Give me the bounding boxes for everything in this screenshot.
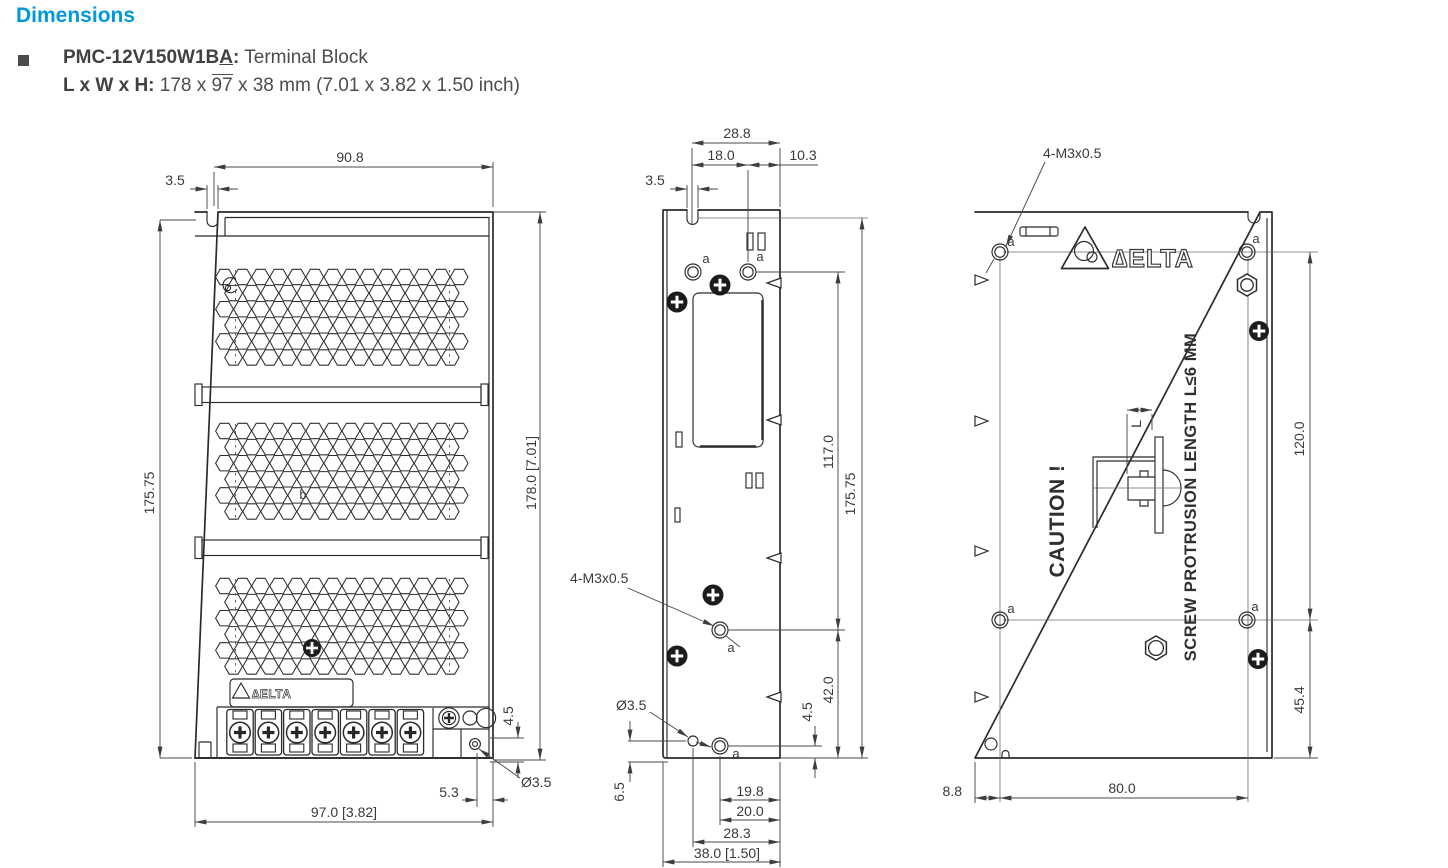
hole-label-a: a	[1007, 601, 1015, 616]
dim-back-span-v: 120.0	[1291, 421, 1307, 456]
side-view: a a a a	[570, 125, 868, 867]
hex-nuts	[1144, 273, 1258, 661]
dim-side-top-right: 10.3	[789, 147, 816, 163]
hole-label-a: a	[732, 746, 740, 761]
dim-side-b1: 19.8	[736, 783, 763, 799]
hole-label-a: a	[1251, 599, 1259, 614]
page-title: Dimensions	[16, 4, 136, 27]
dim-front-hole-offset: 5.3	[439, 784, 459, 800]
dim-L-label: L	[1128, 420, 1144, 428]
dim-front-notch: 3.5	[165, 172, 185, 188]
dim-side-foot: 6.5	[611, 782, 627, 802]
dim-side-lower-span: 42.0	[820, 676, 836, 703]
hole-label-a: a	[756, 249, 764, 264]
front-view: b ∆ELTA	[141, 149, 552, 827]
dim-side-notch: 3.5	[645, 172, 665, 188]
screw-pictogram: L	[1092, 407, 1182, 534]
model-line: PMC-12V150W1BA: Terminal Block	[63, 47, 368, 68]
phillips-screws	[666, 274, 1269, 669]
dim-side-corner: 4.5	[799, 702, 815, 722]
dim-front-top-width: 90.8	[336, 149, 363, 165]
hole-label-a: a	[1252, 231, 1260, 246]
dim-back-span-h: 80.0	[1108, 780, 1135, 796]
dim-side-btotal: 38.0 [1.50]	[694, 845, 760, 861]
terminal-block	[226, 708, 425, 756]
bullet-square-icon	[18, 55, 29, 66]
back-view: a a a a ∆ELTA CAUTION ! SCREW PROTRUSION…	[943, 145, 1318, 803]
dim-side-top-total: 28.8	[723, 125, 750, 141]
dim-side-hole-dia: Ø3.5	[616, 697, 647, 713]
hole-label-a: a	[727, 640, 735, 655]
label-back-thread: 4-M3x0.5	[1043, 145, 1102, 161]
mark-b: b	[299, 487, 306, 502]
weld-marks	[974, 274, 990, 703]
dim-side-top-left: 18.0	[707, 147, 734, 163]
dim-side-b3: 28.3	[723, 825, 750, 841]
dim-front-height-left: 175.75	[141, 471, 157, 514]
dim-front-hole-dia: Ø3.5	[521, 774, 552, 790]
weld-marks	[765, 277, 782, 703]
delta-logo-front: ∆ELTA	[252, 687, 291, 701]
caution-text: CAUTION !	[1046, 465, 1069, 578]
dim-front-height-right: 178.0 [7.01]	[523, 436, 539, 510]
dim-back-lower-v: 45.4	[1291, 686, 1307, 713]
dim-side-hole-span: 117.0	[820, 435, 836, 469]
size-line: L x W x H: 178 x 97 x 38 mm (7.01 x 3.82…	[63, 74, 520, 96]
hole-label-a: a	[702, 251, 710, 266]
dim-side-b2: 20.0	[736, 803, 763, 819]
dim-side-height: 175.75	[842, 472, 858, 515]
dim-front-corner: 4.5	[500, 706, 516, 726]
protrusion-text: SCREW PROTRUSION LENGTH L≤6 MM	[1182, 333, 1200, 661]
dim-back-left-offset: 8.8	[943, 783, 963, 799]
delta-logo-back: ∆ELTA	[1112, 245, 1194, 273]
vent-hex-pattern	[214, 268, 469, 675]
label-side-thread: 4-M3x0.5	[570, 570, 629, 586]
dim-front-bottom-width: 97.0 [3.82]	[311, 804, 377, 820]
